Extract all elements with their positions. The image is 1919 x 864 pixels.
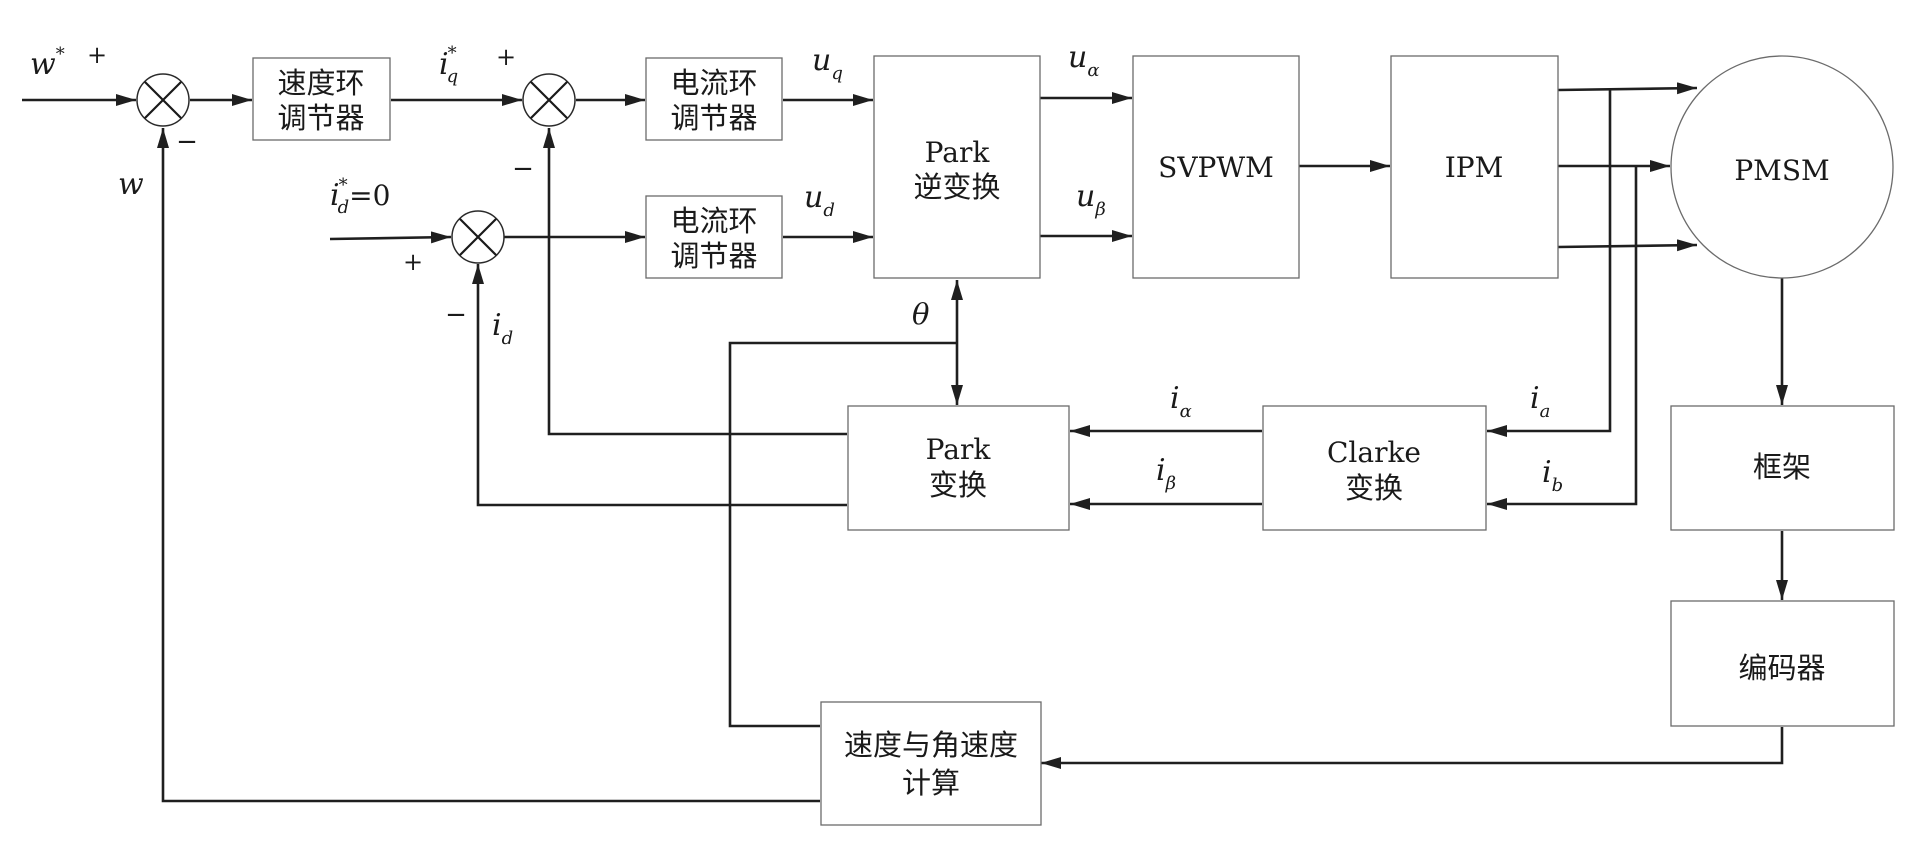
current-d-regulator: 电流环 调节器: [645, 195, 783, 279]
current-q-regulator: 电流环 调节器: [645, 57, 783, 141]
signal-u-beta: uβ: [1076, 179, 1106, 220]
svpwm-label: SVPWM: [1158, 151, 1274, 184]
signal-uq: uq: [812, 43, 843, 84]
current-d-label-1: 电流环: [670, 204, 757, 238]
speed-calc-block: 速度与角速度 计算: [820, 701, 1042, 826]
pmsm-label: PMSM: [1734, 154, 1829, 187]
signal-u-alpha: uα: [1068, 40, 1099, 81]
clarke-transform-block: Clarke 变换: [1262, 405, 1487, 531]
park-inverse-block: Park 逆变换: [873, 55, 1041, 279]
clarke-label-1: Clarke: [1327, 436, 1421, 469]
summing-junction-id: [451, 210, 505, 264]
summing-junction-iq: [522, 73, 576, 127]
frame-block: 框架: [1670, 405, 1895, 531]
sign-minus-speed: −: [176, 127, 198, 157]
signal-ia: ia: [1530, 381, 1550, 422]
sign-plus-iq: +: [496, 43, 516, 71]
sign-minus-iq: −: [512, 154, 534, 184]
speed-calc-label-2: 计算: [902, 766, 960, 800]
park-label-2: 变换: [929, 468, 987, 502]
current-d-label-2: 调节器: [670, 239, 757, 273]
encoder-block: 编码器: [1670, 600, 1895, 727]
frame-label: 框架: [1753, 450, 1811, 484]
signal-i-beta: iβ: [1156, 453, 1176, 494]
sign-minus-id: −: [445, 300, 467, 330]
pmsm-motor: PMSM: [1670, 55, 1894, 279]
clarke-label-2: 变换: [1345, 471, 1403, 505]
current-q-label-1: 电流环: [670, 66, 757, 100]
sign-plus-id: +: [403, 248, 423, 276]
park-inverse-label-1: Park: [925, 136, 991, 169]
signal-ib: ib: [1542, 455, 1563, 496]
encoder-label: 编码器: [1738, 651, 1825, 685]
signal-id: id: [492, 308, 513, 349]
svpwm-block: SVPWM: [1132, 55, 1300, 279]
ipm-block: IPM: [1390, 55, 1559, 279]
speed-loop-regulator: 速度环 调节器: [252, 57, 391, 141]
park-inverse-label-2: 逆变换: [913, 170, 1000, 204]
speed-loop-label-2: 调节器: [277, 101, 364, 135]
speed-loop-label-1: 速度环: [277, 66, 364, 100]
sign-plus-speed: +: [87, 41, 107, 69]
signal-ud: ud: [804, 180, 835, 221]
park-label-1: Park: [926, 433, 992, 466]
signal-i-alpha: iα: [1170, 381, 1192, 422]
current-q-label-2: 调节器: [670, 101, 757, 135]
signal-w: w: [118, 167, 144, 202]
signal-w-ref: w*: [30, 44, 65, 82]
wires: [22, 82, 1788, 803]
ipm-label: IPM: [1445, 151, 1504, 184]
speed-calc-label-1: 速度与角速度: [844, 728, 1018, 762]
signal-theta: θ: [912, 297, 929, 331]
signal-id-ref: i*d=0: [330, 175, 390, 218]
summing-junction-speed: [136, 73, 190, 127]
park-transform-block: Park 变换: [847, 405, 1070, 531]
signal-iq-ref: i*q: [439, 43, 458, 87]
